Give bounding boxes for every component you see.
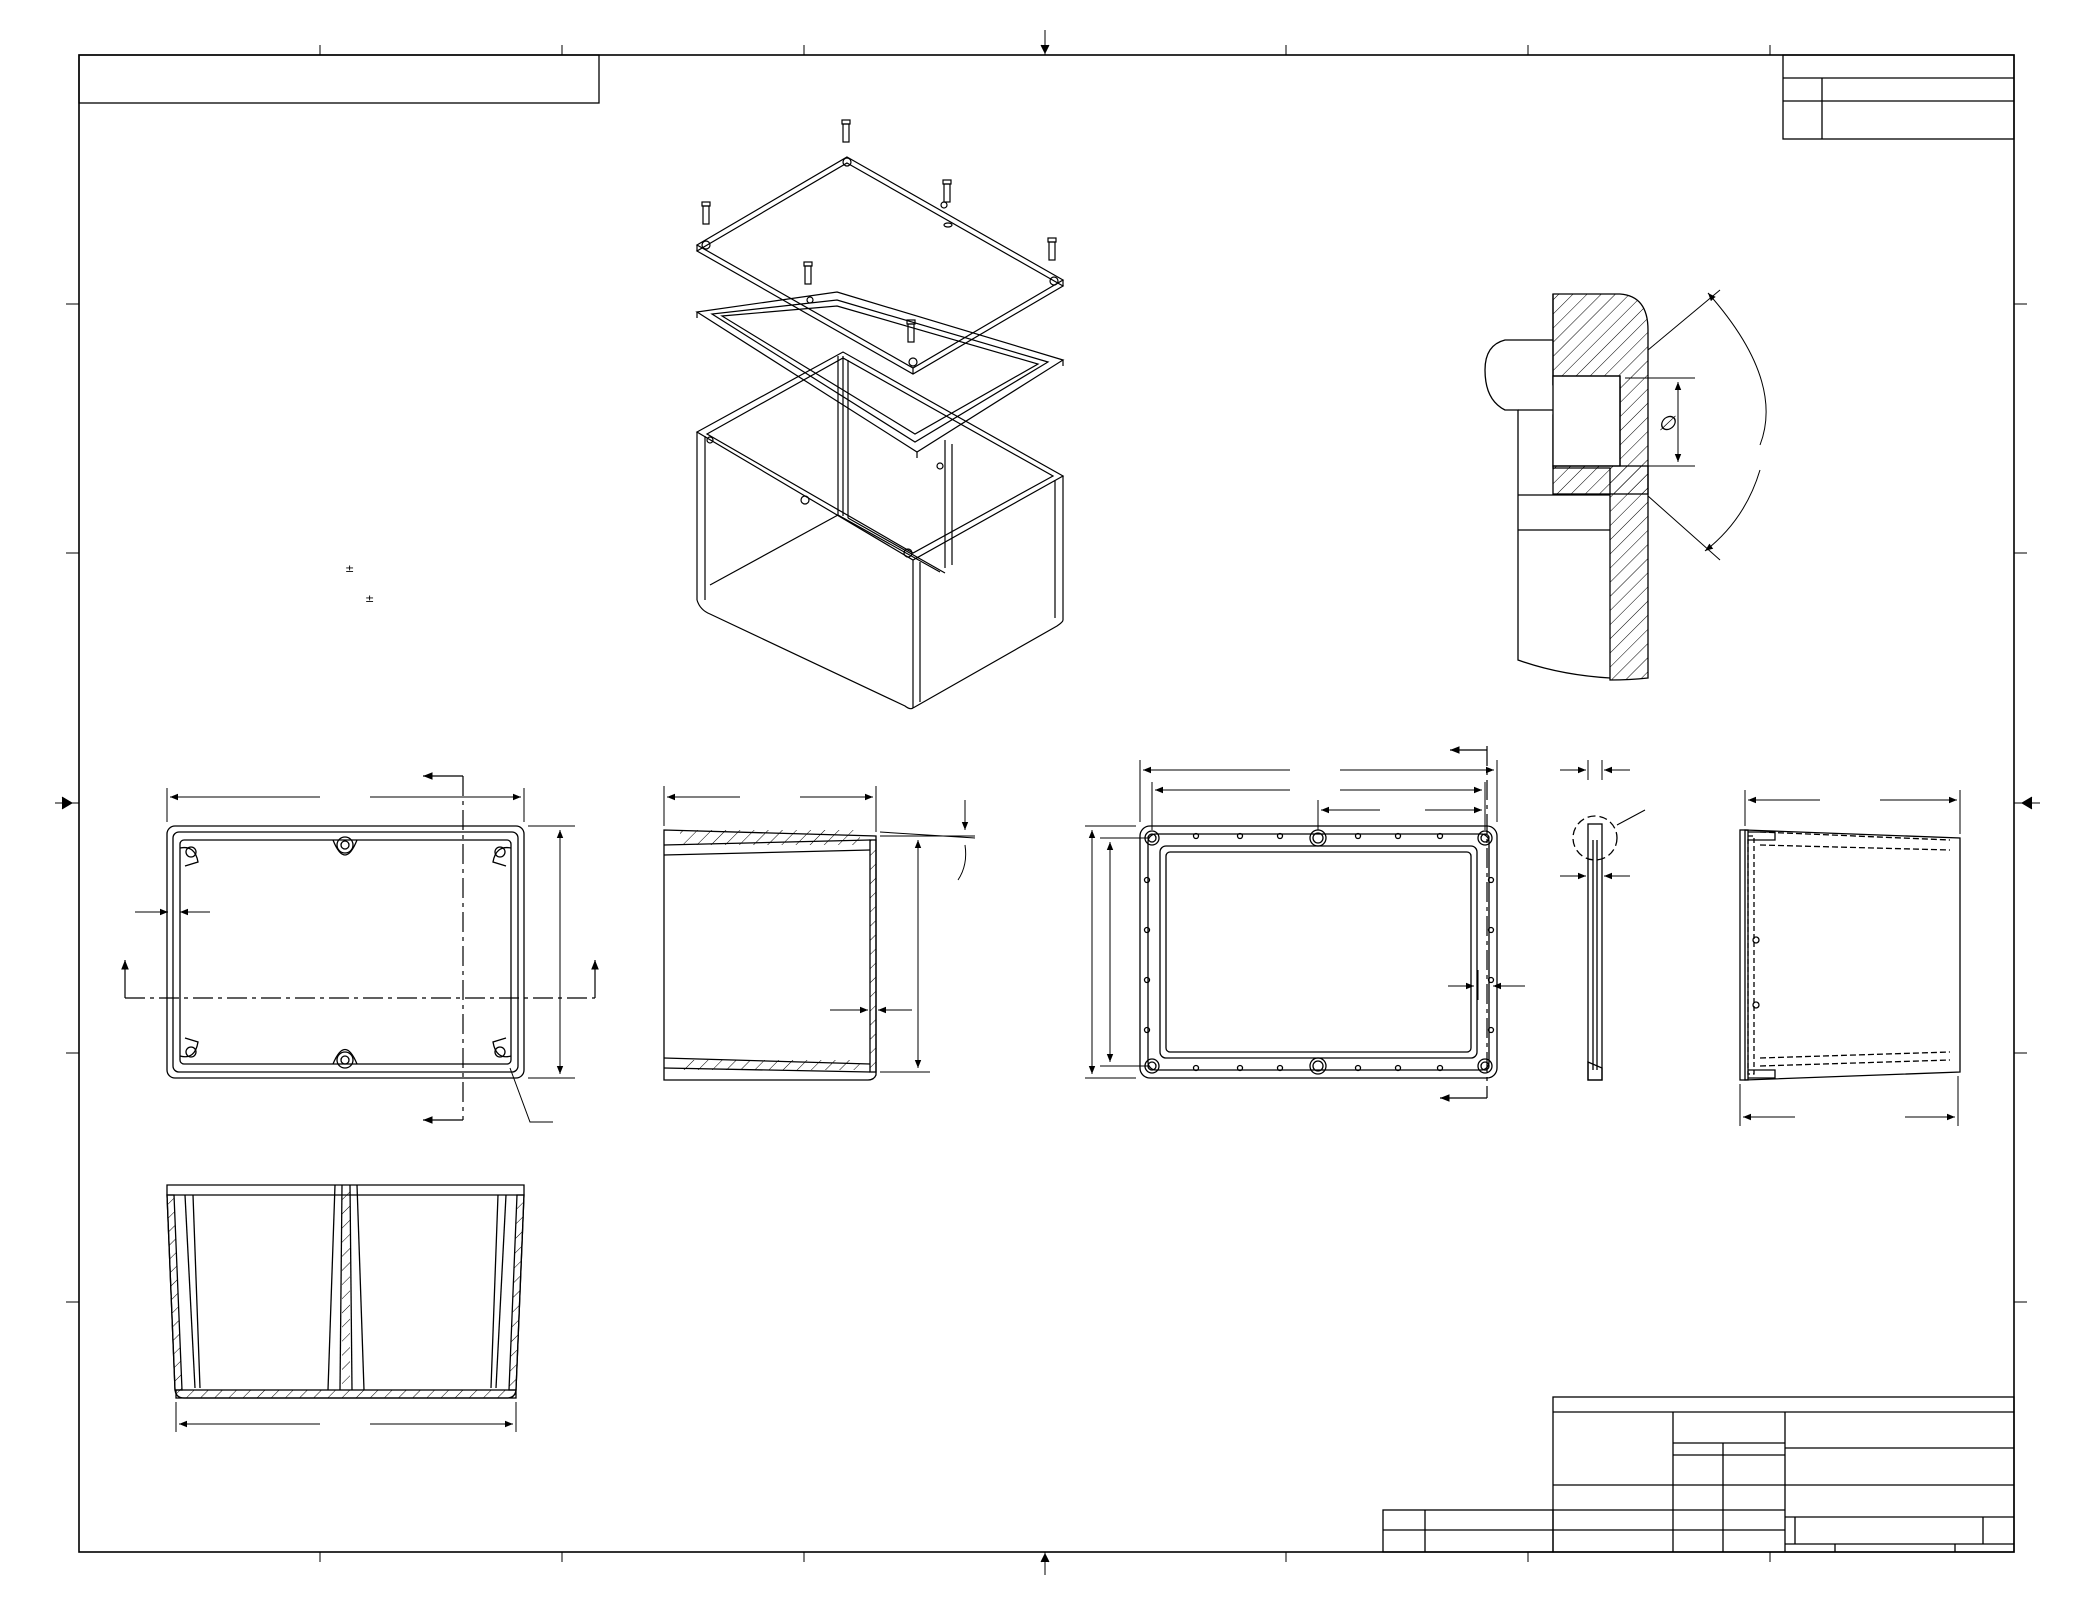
zone-ticks [66, 45, 2027, 1562]
lid-side-view [1739, 790, 1961, 1126]
side-width-dimension [663, 786, 877, 832]
box-lower-section-view [166, 1184, 525, 1432]
lid-top-view [1085, 746, 1525, 1102]
width-dimension [166, 788, 525, 822]
lid-holes [1143, 829, 1495, 1075]
wall-hatch [166, 1194, 525, 1391]
tolerance-notes: ± ± [345, 562, 374, 605]
centering-marks [55, 30, 2040, 1575]
title-block [1382, 1396, 2015, 1553]
bore-diameter-dimension: ∅ [1625, 377, 1695, 467]
tolerance-symbol-2: ± [365, 592, 374, 605]
lid-side-dimensions [1739, 790, 1961, 1126]
screw-icon [942, 179, 952, 203]
top-left-label-box [78, 54, 600, 104]
lid-section-markers [1440, 746, 1488, 1102]
drawing-frame [55, 30, 2040, 1575]
enclosure-box [695, 351, 1065, 710]
screw-icon [701, 201, 711, 225]
gasket [695, 291, 1065, 458]
screw-icon [1047, 237, 1057, 261]
section-cut-lines [121, 772, 599, 1124]
revision-block [1782, 54, 2015, 140]
countersink-angle-dimension [1647, 289, 1767, 561]
detail-section-view: ∅ [1484, 289, 1767, 681]
lower-width-dimension [175, 1402, 517, 1432]
side-height-dimension [880, 835, 930, 1073]
diameter-symbol: ∅ [1658, 411, 1677, 435]
tolerance-symbol-1: ± [345, 562, 354, 575]
screws [701, 119, 1057, 343]
screw-icon [803, 261, 813, 285]
draft-angle-dimension [879, 800, 976, 881]
screw-icon [906, 319, 916, 343]
lid-dimensions [1085, 760, 1525, 1079]
box-side-section-view [663, 786, 976, 1081]
box-top-view [121, 772, 599, 1124]
corner-bosses [179, 836, 512, 1069]
lid-edge-profile [1560, 760, 1646, 1081]
height-dimension [528, 825, 575, 1079]
screw-icon [841, 119, 851, 143]
isometric-exploded-view [695, 119, 1065, 710]
lid [695, 156, 1065, 375]
